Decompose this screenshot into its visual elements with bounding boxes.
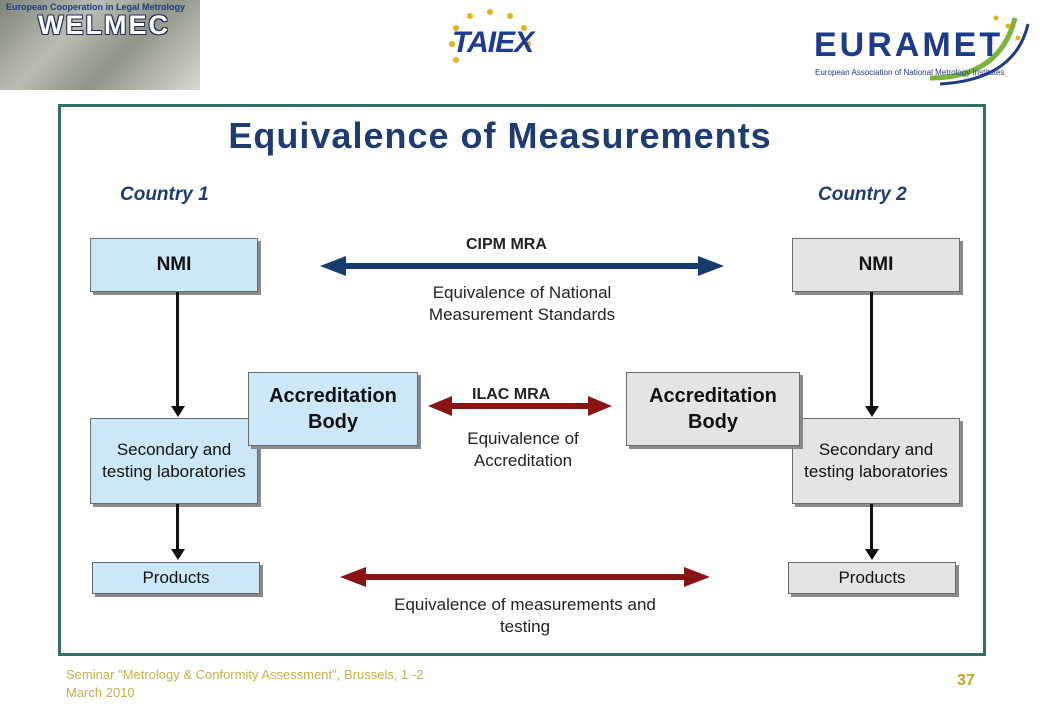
country-1-label: Country 1	[120, 184, 209, 205]
labs-box-country-2: Secondary and testing laboratories	[792, 418, 960, 504]
welmec-wordmark: WELMEC	[38, 10, 170, 40]
ilac-mra-label: ILAC MRA	[472, 386, 551, 403]
taiex-wordmark: TAIEX	[452, 26, 534, 59]
euramet-wordmark: EURAMET	[814, 26, 1004, 64]
euramet-logo: EURAMET European Association of National…	[800, 8, 1038, 88]
arrowhead-labs-products-country-2	[865, 549, 879, 560]
connector-labs-products-country-1	[176, 504, 179, 550]
euramet-swoosh-icon	[929, 15, 1030, 86]
footer-seminar: Seminar "Metrology & Conformity Assessme…	[66, 667, 424, 700]
connector-nmi-labs-country-2	[870, 292, 873, 408]
arrowhead-labs-products-country-1	[171, 549, 185, 560]
euramet-subtitle: European Association of National Metrolo…	[815, 68, 1005, 77]
measurements-arrow	[340, 567, 710, 587]
ilac-mra-description: Equivalence of Accreditation	[467, 429, 579, 471]
country-2-label: Country 2	[818, 184, 907, 205]
welmec-logo-background	[0, 0, 200, 90]
welmec-tagline: European Cooperation in Legal Metrology	[6, 2, 186, 12]
nmi-box-country-2: NMI	[792, 238, 960, 292]
diagram-frame	[58, 104, 986, 656]
accreditation-body-country-1: Accreditation Body	[248, 372, 418, 446]
welmec-logo: European Cooperation in Legal Metrology …	[0, 0, 200, 90]
page-number: 37	[957, 672, 975, 689]
connector-labs-products-country-2	[870, 504, 873, 550]
measurements-description: Equivalence of measurements and testing	[394, 595, 656, 637]
products-box-country-2: Products	[788, 562, 956, 594]
nmi-box-country-1: NMI	[90, 238, 258, 292]
products-box-country-1: Products	[92, 562, 260, 594]
ilac-mra-arrow	[428, 396, 612, 416]
connector-nmi-labs-country-1	[176, 292, 179, 408]
cipm-mra-label: CIPM MRA	[466, 236, 547, 253]
taiex-logo: TAIEX	[430, 4, 550, 74]
accreditation-body-country-2: Accreditation Body	[626, 372, 800, 446]
diagram-title: Equivalence of Measurements	[228, 115, 772, 156]
labs-box-country-1: Secondary and testing laboratories	[90, 418, 258, 504]
arrowhead-nmi-labs-country-1	[171, 406, 185, 417]
cipm-mra-arrow	[320, 256, 724, 276]
arrowhead-nmi-labs-country-2	[865, 406, 879, 417]
taiex-star-ring-icon	[449, 9, 531, 63]
cipm-mra-description: Equivalence of National Measurement Stan…	[428, 283, 616, 325]
